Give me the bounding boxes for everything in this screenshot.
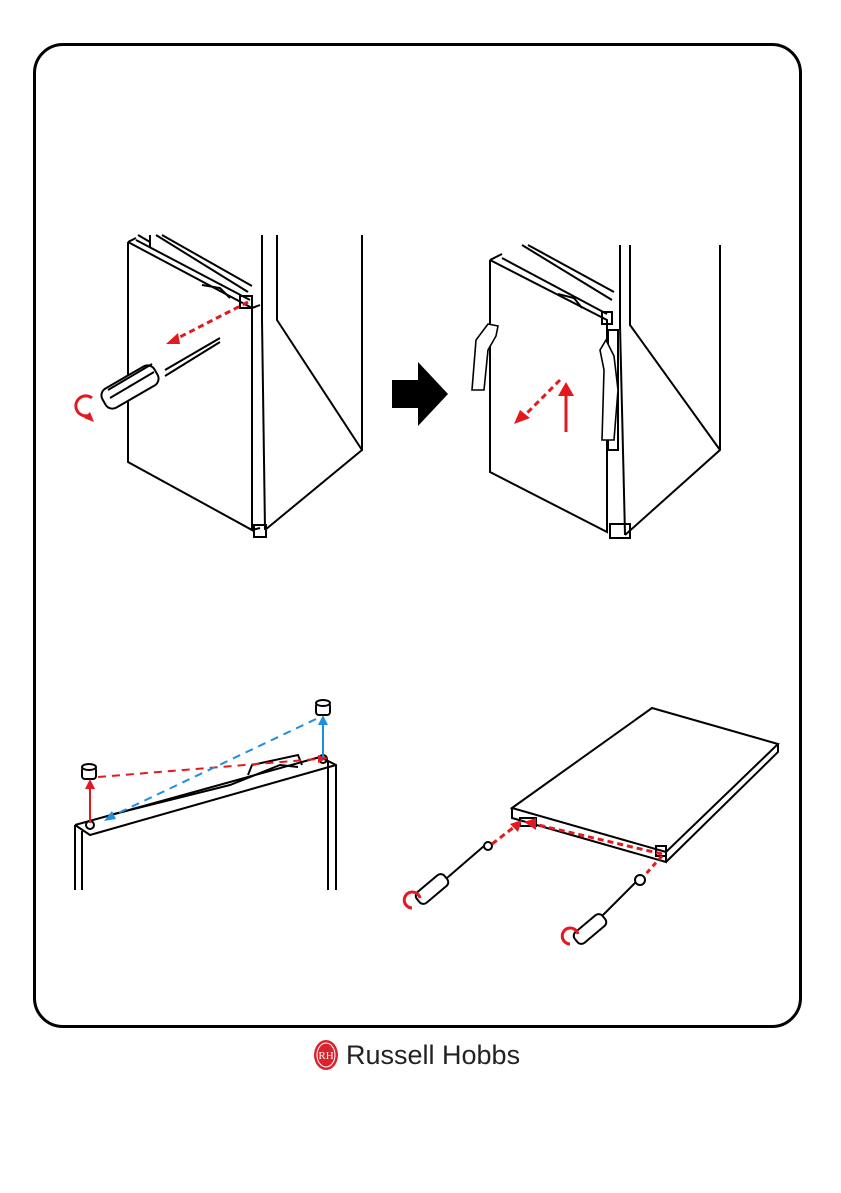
svg-text:RH: RH <box>318 1050 333 1062</box>
brand-logo: RH Russell Hobbs <box>313 1038 520 1072</box>
step-unscrew-hinge-illustration <box>70 230 370 550</box>
step-lift-door-illustration <box>462 240 732 550</box>
brand-seal-icon: RH <box>313 1039 339 1071</box>
step-swap-screws-illustration <box>400 700 790 960</box>
step-swap-caps-illustration <box>70 695 370 895</box>
next-step-arrow-icon <box>392 362 448 426</box>
footer-strip <box>0 1186 841 1193</box>
brand-name: Russell Hobbs <box>346 1040 520 1071</box>
